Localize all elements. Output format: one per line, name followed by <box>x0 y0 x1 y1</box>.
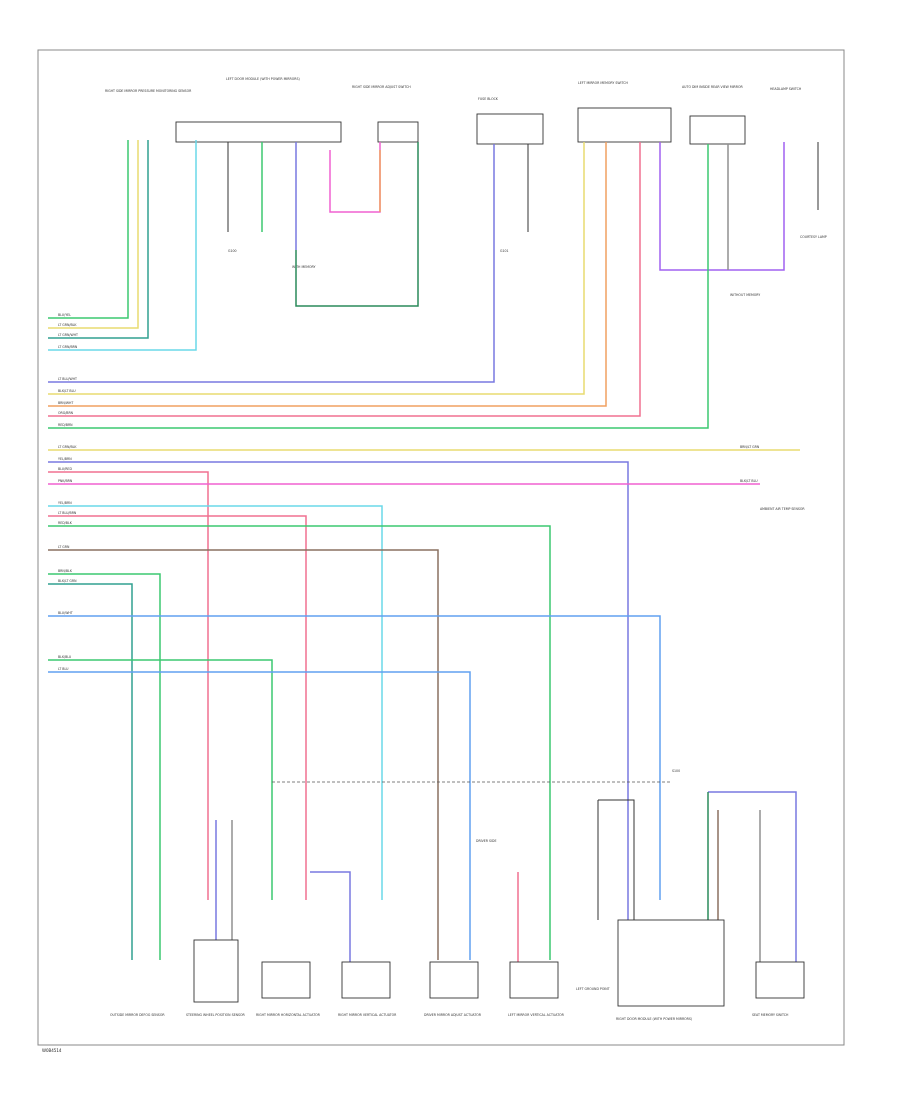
wire-label-23: BRN/LT GRN <box>740 445 760 449</box>
component-fuse-block: FUSE BLOCK <box>476 97 544 145</box>
label-left-door-module: LEFT DOOR MODULE (WITH POWER MIRRORS) <box>226 77 300 81</box>
label-ambient-sensor: AMBIENT AIR TEMP SENSOR <box>760 507 805 511</box>
mid-horizontal-wires <box>48 449 800 960</box>
label-harness-nomemory: WITHOUT MEMORY <box>730 293 760 297</box>
label-ground-g101: G101 <box>500 249 509 253</box>
wire-label-5: LT BLU/WHT <box>58 377 77 381</box>
wire-label-6: BLK/LT BLU <box>58 389 76 393</box>
component-auto-dim-mirror: AUTO DIM INSIDE REAR VIEW MIRROR <box>682 85 746 145</box>
top-vertical-wires <box>48 140 819 429</box>
component-left-door-module: LEFT DOOR MODULE (WITH POWER MIRRORS) <box>175 77 342 143</box>
wire-label-3: LT GRN/WHT <box>58 333 78 337</box>
wire-label-7: BRN/WHT <box>58 401 73 405</box>
wire-label-4: LT GRN/BRN <box>58 345 78 349</box>
wire-label-1: BLU/YEL <box>58 313 71 317</box>
label-headlamp-switch: HEADLAMP SWITCH <box>770 87 802 91</box>
label-courtesy-lamp: COURTESY LAMP <box>800 235 827 239</box>
label-actuator-4: LEFT MIRROR VERTICAL ACTUATOR <box>508 1013 565 1017</box>
label-bottom-sensor-2: STEERING WHEEL POSITION SENSOR <box>186 1013 246 1017</box>
wire-label-14: YEL/BRN <box>58 501 72 505</box>
wire-label-16: RED/BLK <box>58 521 73 525</box>
wire-label-13: PNK/BRN <box>58 479 73 483</box>
wire-label-18: BRN/BLK <box>58 569 73 573</box>
wire-label-17: LT GRN <box>58 545 70 549</box>
label-harness-memory: WITH MEMORY <box>292 265 315 269</box>
wire-label-24: BLK/LT BLU <box>740 479 758 483</box>
wire-label-8: ORG/BRN <box>58 411 74 415</box>
wire-label-21: BLK/BLU <box>58 655 72 659</box>
label-actuator-3: DRIVER MIRROR ADJUST ACTUATOR <box>424 1013 482 1017</box>
wire-label-2: LT GRN/BLK <box>58 323 77 327</box>
label-actuator-2: RIGHT MIRROR VERTICAL ACTUATOR <box>338 1013 397 1017</box>
label-right-mirror-switch: RIGHT SIDE MIRROR ADJUST SWITCH <box>352 85 411 89</box>
wire-code-labels: BLU/YEL LT GRN/BLK LT GRN/WHT LT GRN/BRN… <box>58 313 805 843</box>
wire-label-19: BLK/LT GRN <box>58 579 77 583</box>
wire-label-11: YEL/BRN <box>58 457 72 461</box>
component-right-mirror-switch: RIGHT SIDE MIRROR ADJUST SWITCH <box>352 85 419 143</box>
label-auto-dim-mirror: AUTO DIM INSIDE REAR VIEW MIRROR <box>682 85 743 89</box>
component-left-memory-switch: LEFT MIRROR MEMORY SWITCH <box>577 81 672 143</box>
label-left-memory-switch: LEFT MIRROR MEMORY SWITCH <box>578 81 628 85</box>
label-splice: S100 <box>672 769 680 773</box>
wire-label-10: LT GRN/BLK <box>58 445 77 449</box>
wire-label-9: RED/BRN <box>58 423 73 427</box>
label-actuator-1: RIGHT MIRROR HORIZONTAL ACTUATOR <box>256 1013 321 1017</box>
label-right-door-module: RIGHT DOOR MODULE (WITH POWER MIRRORS) <box>616 1017 692 1021</box>
wire-label-22: LT BLU <box>58 667 69 671</box>
footer-code: W0B4514 <box>42 1048 62 1053</box>
wire-label-15: LT BLU/BRN <box>58 511 77 515</box>
label-driver-side: DRIVER SIDE <box>476 839 496 843</box>
label-fuse-block: FUSE BLOCK <box>478 97 499 101</box>
bottom-section-wires <box>215 791 797 968</box>
bottom-components: OUTSIDE MIRROR DEFOG SENSOR STEERING WHE… <box>110 919 805 1021</box>
diagram-frame <box>37 49 845 1046</box>
label-tpms: RIGHT SIDE MIRROR PRESSURE MONITORING SE… <box>105 89 192 93</box>
component-tpms: RIGHT SIDE MIRROR PRESSURE MONITORING SE… <box>105 89 192 134</box>
wire-label-12: BLU/RED <box>58 467 72 471</box>
label-left-ground: LEFT GROUND POINT <box>576 987 610 991</box>
label-ground-g100: G100 <box>228 249 237 253</box>
label-seat-switch: SEAT MEMORY SWITCH <box>752 1013 789 1017</box>
wire-label-20: BLU/WHT <box>58 611 73 615</box>
component-headlamp-switch: HEADLAMP SWITCH <box>770 87 822 142</box>
label-bottom-sensor-1: OUTSIDE MIRROR DEFOG SENSOR <box>110 1013 165 1017</box>
